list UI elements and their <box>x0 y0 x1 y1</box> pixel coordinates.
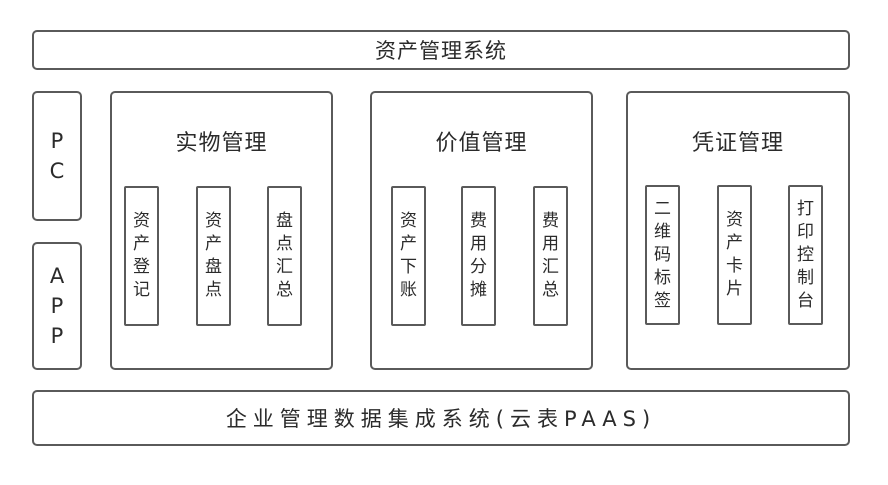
top-system-title: 资产管理系统 <box>375 39 507 63</box>
module-label: 资产下账 <box>400 211 417 300</box>
module-label: 费用分摊 <box>470 211 487 300</box>
module-label: 费用汇总 <box>542 211 559 300</box>
module-label: 盘点汇总 <box>276 211 293 300</box>
bottom-platform-title: 企业管理数据集成系统(云表PAAS) <box>225 407 657 431</box>
module-asset-register: 资产登记 <box>124 186 159 326</box>
module-label: 资产卡片 <box>726 210 743 299</box>
group-value-management: 价值管理 资产下账 费用分摊 费用汇总 <box>370 91 593 370</box>
group-voucher-management: 凭证管理 二维码标签 资产卡片 打印控制台 <box>626 91 850 370</box>
group-physical-management: 实物管理 资产登记 资产盘点 盘点汇总 <box>110 91 333 370</box>
group-title: 价值管理 <box>435 131 528 156</box>
group-title: 实物管理 <box>175 131 268 156</box>
module-cost-summary: 费用汇总 <box>533 186 568 326</box>
bottom-platform-banner: 企业管理数据集成系统(云表PAAS) <box>32 390 850 446</box>
module-asset-writeoff: 资产下账 <box>391 186 426 326</box>
module-asset-inventory: 资产盘点 <box>196 186 231 326</box>
module-asset-card: 资产卡片 <box>717 185 752 325</box>
module-label: 二维码标签 <box>654 198 671 311</box>
module-qr-label: 二维码标签 <box>645 185 680 325</box>
group-title: 凭证管理 <box>691 131 784 156</box>
module-label: 打印控制台 <box>797 198 814 311</box>
module-cost-allocation: 费用分摊 <box>461 186 496 326</box>
module-inventory-summary: 盘点汇总 <box>267 186 302 326</box>
top-system-banner: 资产管理系统 <box>32 30 850 70</box>
module-print-console: 打印控制台 <box>788 185 823 325</box>
module-label: 资产登记 <box>133 211 150 300</box>
module-label: 资产盘点 <box>205 211 222 300</box>
